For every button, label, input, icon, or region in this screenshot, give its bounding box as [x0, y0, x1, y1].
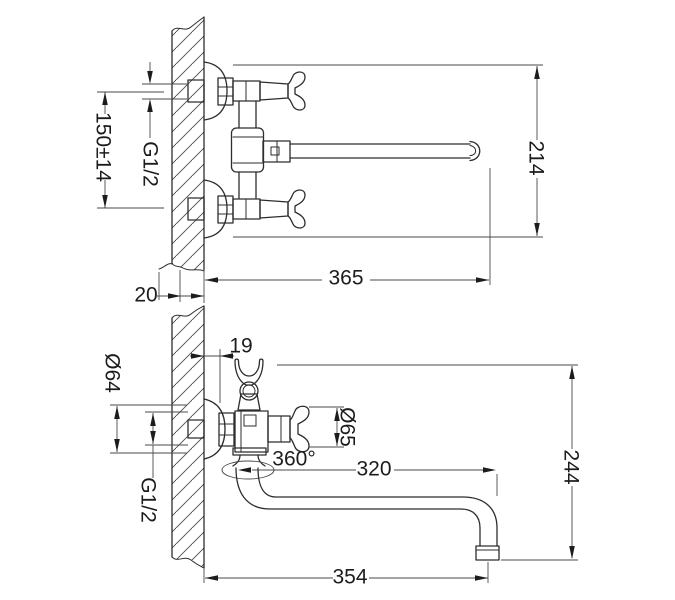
- upper-escutcheon: [203, 61, 228, 121]
- side-cross-handle: [289, 405, 310, 453]
- dim-overall-reach: 354: [203, 562, 489, 589]
- upper-cross-handle: [287, 71, 306, 111]
- dim-spout-projection: 365: [203, 168, 491, 303]
- dim-spout-reach: 320: [252, 458, 498, 496]
- side-view: 19 Ø64 G1/2 Ø65 360°: [101, 305, 583, 589]
- lower-nipple: [187, 197, 205, 221]
- dim-inlet-thread-plan: G1/2: [139, 62, 187, 187]
- dim-wall-inset: 20: [134, 270, 204, 307]
- dim-label-spout-reach: 320: [356, 458, 391, 481]
- holder-fork: [234, 358, 264, 386]
- spout-plan: [289, 140, 481, 162]
- dim-escutcheon-diameter: Ø64: [101, 353, 187, 454]
- lower-cross-handle: [287, 189, 306, 229]
- dim-label-handle-diameter: Ø65: [336, 407, 359, 447]
- mixer-body-plan: [230, 100, 291, 199]
- aerator: [475, 545, 500, 561]
- dim-label-inlet-spacing: 150±14: [92, 112, 115, 182]
- dim-label-overall-reach: 354: [332, 566, 367, 589]
- dim-label-outlet-drop: 244: [560, 449, 583, 484]
- swivel-rotation-arrow: [238, 467, 251, 473]
- side-nipple: [187, 419, 205, 439]
- dim-holder-offset: 19: [190, 335, 253, 403]
- lower-escutcheon: [203, 179, 228, 239]
- wall-hatch-top: [158, 16, 205, 272]
- dim-label-spout-swivel: 360°: [272, 448, 315, 471]
- spout-side: [235, 467, 500, 561]
- side-escutcheon: [203, 398, 226, 460]
- shower-holder: [234, 358, 264, 411]
- cartridge: [230, 127, 265, 173]
- spout-tip: [469, 140, 481, 162]
- lower-inlet: [187, 179, 306, 239]
- dim-inlet-thread-side: G1/2: [137, 411, 188, 523]
- holder-ring: [239, 381, 259, 401]
- mixer-body-side: [234, 405, 310, 453]
- dim-label-holder-offset: 19: [229, 335, 252, 358]
- dim-label-wall-inset: 20: [134, 284, 157, 307]
- dim-label-escutcheon-diameter: Ø64: [101, 353, 124, 393]
- dim-body-width: 214: [233, 64, 548, 238]
- upper-inlet: [187, 61, 306, 121]
- dim-inlet-spacing: 150±14: [92, 91, 164, 209]
- upper-nipple: [187, 79, 205, 103]
- dim-label-body-width: 214: [525, 140, 548, 175]
- dim-label-inlet-thread-side: G1/2: [137, 477, 160, 523]
- dim-outlet-drop: 244: [277, 364, 583, 561]
- side-inlet: [187, 398, 235, 460]
- plan-view: 150±14 G1/2 214 365: [92, 16, 548, 307]
- dim-label-spout-projection: 365: [328, 267, 363, 290]
- dim-handle-diameter: Ø65: [309, 406, 359, 448]
- dim-label-inlet-thread-plan: G1/2: [139, 141, 162, 187]
- side-hex-nut: [218, 412, 235, 447]
